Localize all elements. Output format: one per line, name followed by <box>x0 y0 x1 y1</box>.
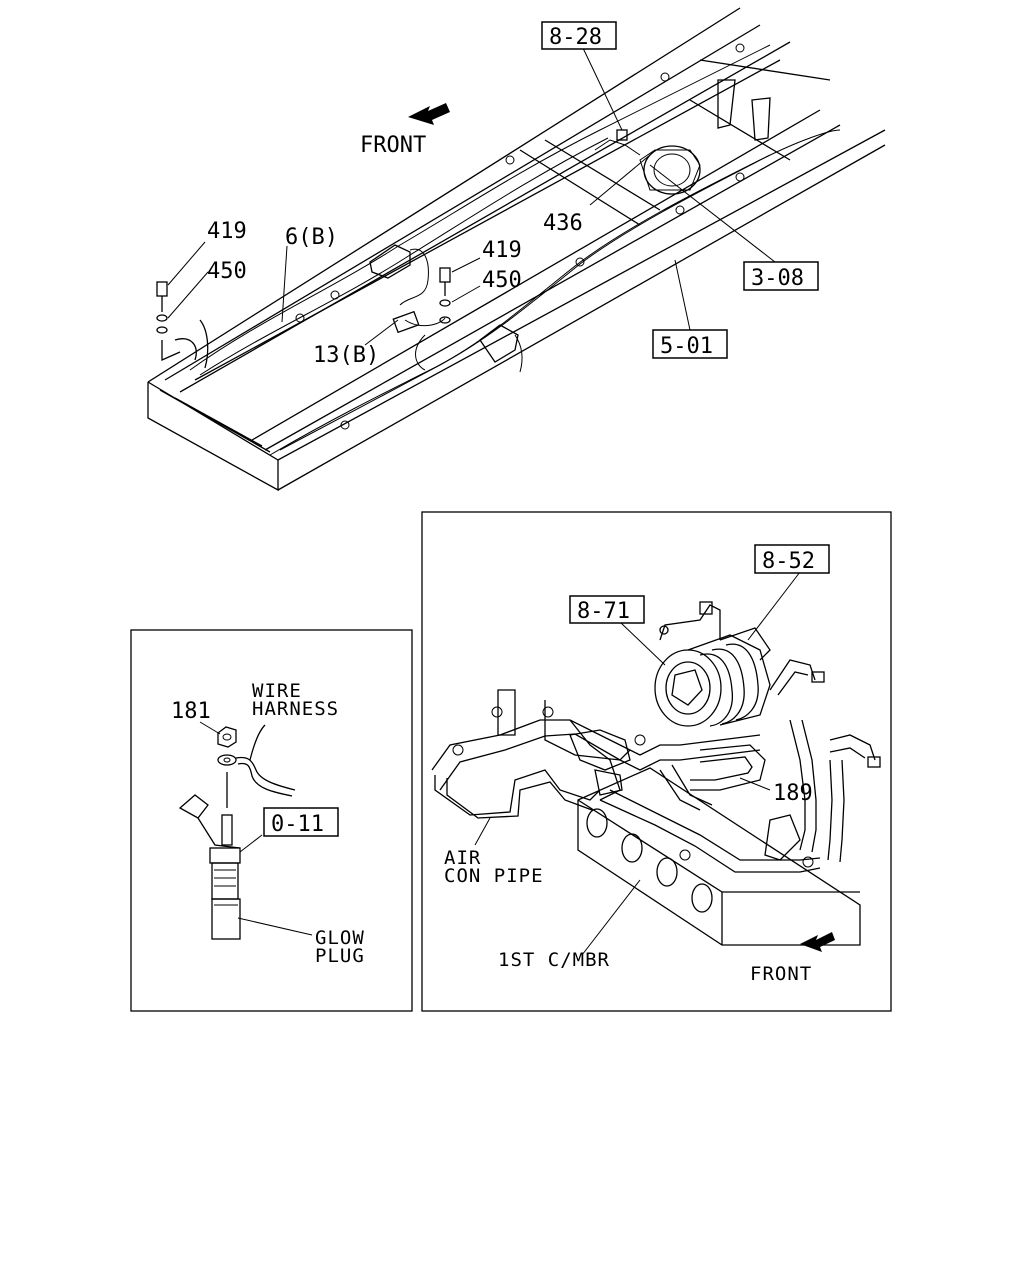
part-number-181: 181 <box>171 699 211 724</box>
glow-plug-label-line1: GLOW <box>315 927 365 949</box>
chassis-frame-drawing <box>147 7 886 492</box>
callout-5-01[interactable]: 5-01 <box>660 334 713 359</box>
front-label-top: FRONT <box>360 133 426 158</box>
glow-plug-drawing <box>178 721 313 940</box>
glow-plug-label-line2: PLUG <box>315 945 365 967</box>
front-arrow-icon <box>408 103 450 125</box>
first-cross-member-label: 1ST C/MBR <box>498 949 610 971</box>
washer-450-right <box>439 299 451 307</box>
front-label-inset: FRONT <box>750 963 812 985</box>
callout-0-11[interactable]: 0-11 <box>271 812 324 837</box>
part-number-450-right: 450 <box>482 268 522 293</box>
callout-8-52[interactable]: 8-52 <box>762 549 815 574</box>
glow-plug-inset-frame <box>130 629 413 1012</box>
callout-box-3-08[interactable] <box>743 261 819 291</box>
air-con-pipe-label-line1: AIR <box>444 847 481 869</box>
callout-box-0-11[interactable] <box>263 807 339 837</box>
nut-181 <box>217 726 237 748</box>
callout-box-5-01[interactable] <box>652 329 728 359</box>
part-number-189: 189 <box>773 781 813 806</box>
callout-box-8-52[interactable] <box>754 544 830 574</box>
callout-box-8-28[interactable] <box>541 21 617 50</box>
bolt-419-right <box>439 267 451 296</box>
ac-compressor-drawing <box>431 571 881 956</box>
bolt-419-left <box>156 281 168 312</box>
part-number-419-left: 419 <box>207 219 247 244</box>
washer-450-left <box>156 314 168 322</box>
wire-harness-label-line2: HARNESS <box>252 698 339 720</box>
part-number-13b: 13(B) <box>313 343 379 368</box>
wire-harness-label-line1: WIRE <box>252 680 302 702</box>
callout-3-08[interactable]: 3-08 <box>751 266 804 291</box>
part-number-450-left: 450 <box>207 259 247 284</box>
front-arrow-icon-inset <box>800 932 835 952</box>
callout-box-8-71[interactable] <box>569 595 645 624</box>
part-number-436: 436 <box>543 211 583 236</box>
callout-8-28[interactable]: 8-28 <box>549 25 602 50</box>
air-con-pipe-label-line2: CON PIPE <box>444 865 544 887</box>
callout-8-71[interactable]: 8-71 <box>577 599 630 624</box>
ac-compressor-inset-frame <box>421 511 892 1012</box>
part-number-419-right: 419 <box>482 238 522 263</box>
part-number-6b: 6(B) <box>285 225 338 250</box>
